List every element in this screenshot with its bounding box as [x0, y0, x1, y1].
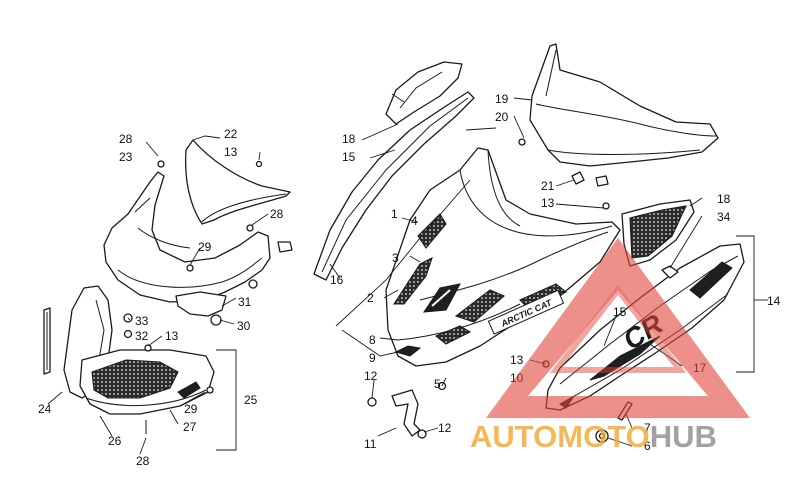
nose-mesh-grille [91, 359, 179, 399]
watermark: AUTOMOTOHUB [470, 238, 750, 454]
cat-emblem-part [394, 345, 422, 357]
label-11: 11 [364, 437, 377, 451]
label-13: 13 [165, 329, 179, 343]
hood-vent-left [392, 256, 433, 305]
label-15: 15 [342, 150, 356, 164]
label-33: 33 [135, 314, 149, 328]
label-3: 3 [392, 251, 399, 265]
svg-text:AUTOMOTOHUB: AUTOMOTOHUB [470, 419, 717, 454]
label-5: 5 [434, 377, 441, 391]
label-13: 13 [510, 353, 524, 367]
windshield-part [184, 139, 291, 225]
label-28: 28 [119, 132, 133, 146]
label-6: 6 [644, 439, 651, 453]
label-18: 18 [342, 132, 356, 146]
hood-vent-upper [417, 213, 447, 249]
label-16: 16 [330, 273, 344, 287]
label-8: 8 [369, 333, 376, 347]
hood-bracket-part [391, 389, 421, 437]
label-27: 27 [183, 420, 197, 434]
label-18: 18 [717, 192, 731, 206]
left-assembly [43, 135, 293, 455]
label-21: 21 [541, 179, 555, 193]
watermark-text-moto: MOTO [557, 419, 649, 454]
watermark-text-hub: HUB [650, 419, 717, 454]
right-assembly: CR [513, 43, 768, 447]
top-bracket-part [385, 61, 463, 125]
label-28: 28 [270, 207, 284, 221]
label-31: 31 [238, 295, 252, 309]
label-15: 15 [613, 305, 627, 319]
lower-bracket-part [175, 291, 227, 317]
label-12: 12 [364, 369, 378, 383]
label-14: 14 [767, 294, 781, 308]
label-34: 34 [717, 210, 731, 224]
hood-main-part [385, 147, 621, 367]
label-28: 28 [136, 454, 150, 468]
label-25: 25 [244, 393, 258, 407]
tall-windshield-part [529, 43, 719, 167]
label-29: 29 [184, 402, 198, 416]
center-assembly: ARCTIC CAT [313, 61, 621, 439]
watermark-triangle-logo [486, 238, 750, 418]
label-22: 22 [224, 127, 238, 141]
label-1: 1 [391, 207, 398, 221]
label-4: 4 [411, 214, 418, 228]
label-19: 19 [495, 92, 509, 106]
label-9: 9 [369, 351, 376, 365]
label-29: 29 [198, 240, 212, 254]
label-24: 24 [38, 402, 52, 416]
hood-vent-lower [434, 325, 472, 345]
label-30: 30 [237, 319, 251, 333]
watermark-text-auto: AUTO [470, 419, 557, 454]
label-13: 13 [541, 196, 555, 210]
label-32: 32 [135, 329, 149, 343]
hood-vent-mid [454, 289, 506, 323]
label-12: 12 [438, 421, 452, 435]
upper-cowl-part [103, 171, 271, 303]
side-strip-part [313, 91, 475, 281]
label-20: 20 [495, 110, 509, 124]
label-2: 2 [367, 291, 374, 305]
label-26: 26 [108, 434, 122, 448]
label-7: 7 [644, 421, 651, 435]
label-23: 23 [119, 150, 133, 164]
label-13: 13 [224, 145, 238, 159]
